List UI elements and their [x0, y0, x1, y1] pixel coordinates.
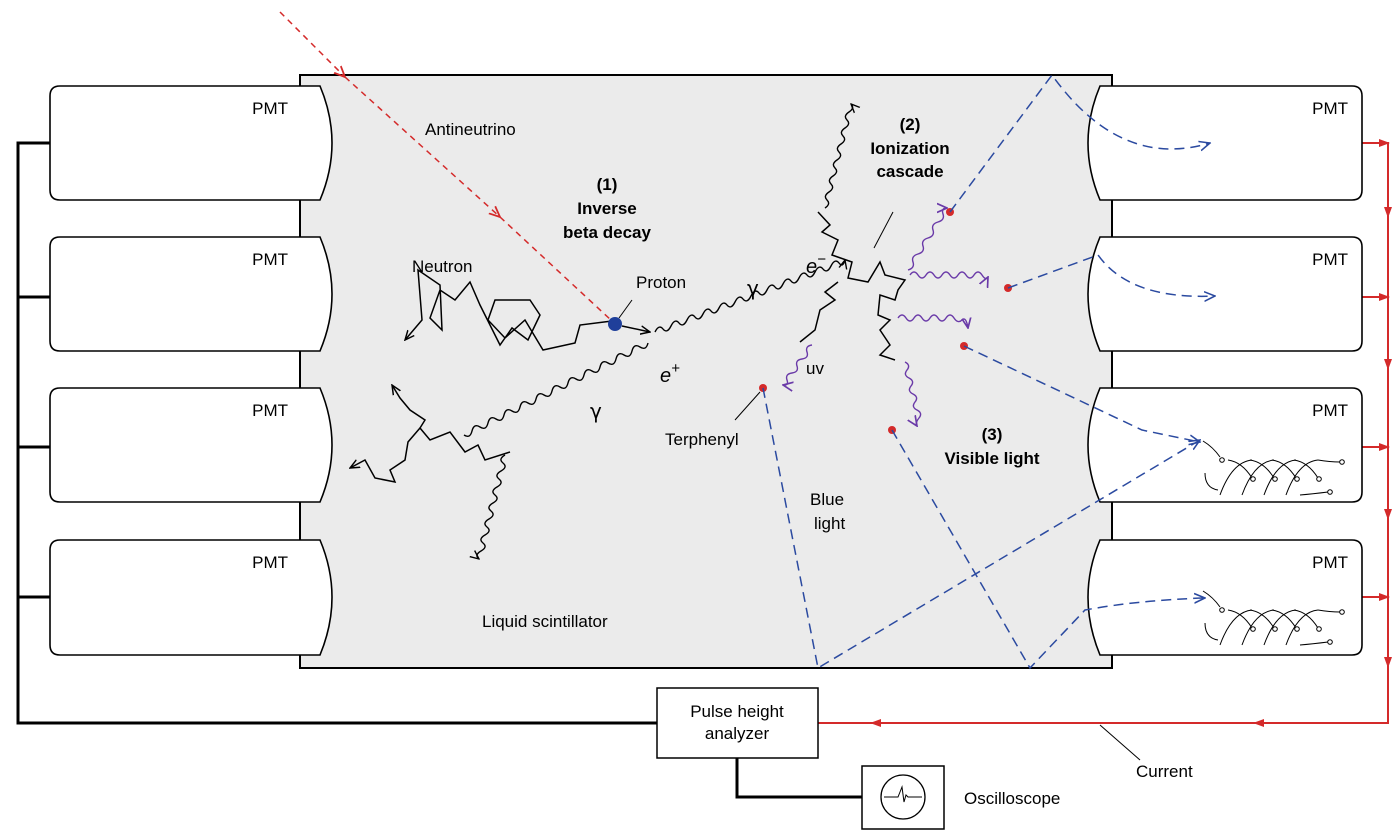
gamma-wave-upper	[654, 260, 845, 333]
ionization-number: (2)	[900, 115, 921, 134]
pmt-label: PMT	[1312, 250, 1348, 269]
proton-dot	[608, 317, 622, 331]
uv-label: uv	[806, 359, 824, 378]
pmt-label: PMT	[252, 401, 288, 420]
pmt-label: PMT	[252, 99, 288, 118]
pmt-right-3: PMT	[1087, 387, 1363, 503]
visible-light-number: (3)	[982, 425, 1003, 444]
electron-track	[817, 211, 907, 361]
ionization-pointer	[873, 211, 894, 249]
inverse-beta-title-2: beta decay	[563, 223, 651, 242]
pmt-right-1: PMT	[1087, 85, 1363, 201]
positron-arrow	[621, 325, 650, 332]
terphenyl-label: Terphenyl	[665, 430, 739, 449]
electron-symbol: e−	[806, 251, 826, 278]
neutron-label: Neutron	[412, 257, 472, 276]
pmt-label: PMT	[1312, 99, 1348, 118]
dynode-chain-icon	[1202, 590, 1345, 646]
oscilloscope-label: Oscilloscope	[964, 789, 1060, 808]
left-signal-wires	[16, 141, 657, 725]
current-label: Current	[1136, 762, 1193, 781]
pmt-label: PMT	[252, 553, 288, 572]
pmt-left-2: PMT	[49, 236, 333, 352]
current-arrowheads	[870, 139, 1392, 727]
blue-light-rays	[762, 73, 1215, 670]
gamma-symbol-lower: γ	[590, 399, 602, 423]
blue-light-label-1: Blue	[810, 490, 844, 509]
capture-gamma-tracks	[350, 385, 511, 484]
pmt-left-1: PMT	[49, 85, 333, 201]
dynode-chain-icon	[1202, 440, 1345, 496]
antineutrino-label: Antineutrino	[425, 120, 516, 139]
positron-symbol: e+	[660, 360, 680, 387]
ionization-title-2: cascade	[876, 162, 943, 181]
pmt-label: PMT	[1312, 553, 1348, 572]
blue-light-label-2: light	[814, 514, 845, 533]
pmt-left-4: PMT	[49, 539, 333, 656]
gamma-wave-down	[477, 454, 506, 559]
visible-light-title: Visible light	[944, 449, 1039, 468]
gamma-wave-lower	[463, 342, 649, 438]
pulse-height-analyzer	[656, 687, 819, 759]
proton-label: Proton	[636, 273, 686, 292]
proton-pointer	[618, 299, 633, 319]
current-pointer	[1099, 724, 1141, 761]
pulse-analyzer-label-2: analyzer	[705, 724, 770, 743]
analyzer-to-oscilloscope-wire	[735, 758, 862, 799]
pmt-left-3: PMT	[49, 387, 333, 503]
pulse-trace-icon	[884, 785, 922, 803]
inverse-beta-title-1: Inverse	[577, 199, 637, 218]
scintillator-tank	[299, 74, 1113, 669]
pmt-label: PMT	[1312, 401, 1348, 420]
antineutrino-path	[279, 11, 613, 322]
gamma-symbol-upper: γ	[747, 276, 759, 300]
liquid-scintillator-label: Liquid scintillator	[482, 612, 608, 631]
uv-emissions	[783, 208, 988, 426]
ionization-title-1: Ionization	[870, 139, 949, 158]
inverse-beta-number: (1)	[597, 175, 618, 194]
terphenyl-pointer	[734, 391, 761, 421]
pulse-analyzer-label-1: Pulse height	[690, 702, 784, 721]
neutron-track	[405, 268, 613, 351]
pmt-label: PMT	[252, 250, 288, 269]
pmt-right-4: PMT	[1087, 539, 1363, 656]
gamma-wave-up	[824, 104, 853, 209]
electron-branch	[799, 281, 839, 343]
pmt-right-2: PMT	[1087, 236, 1363, 352]
